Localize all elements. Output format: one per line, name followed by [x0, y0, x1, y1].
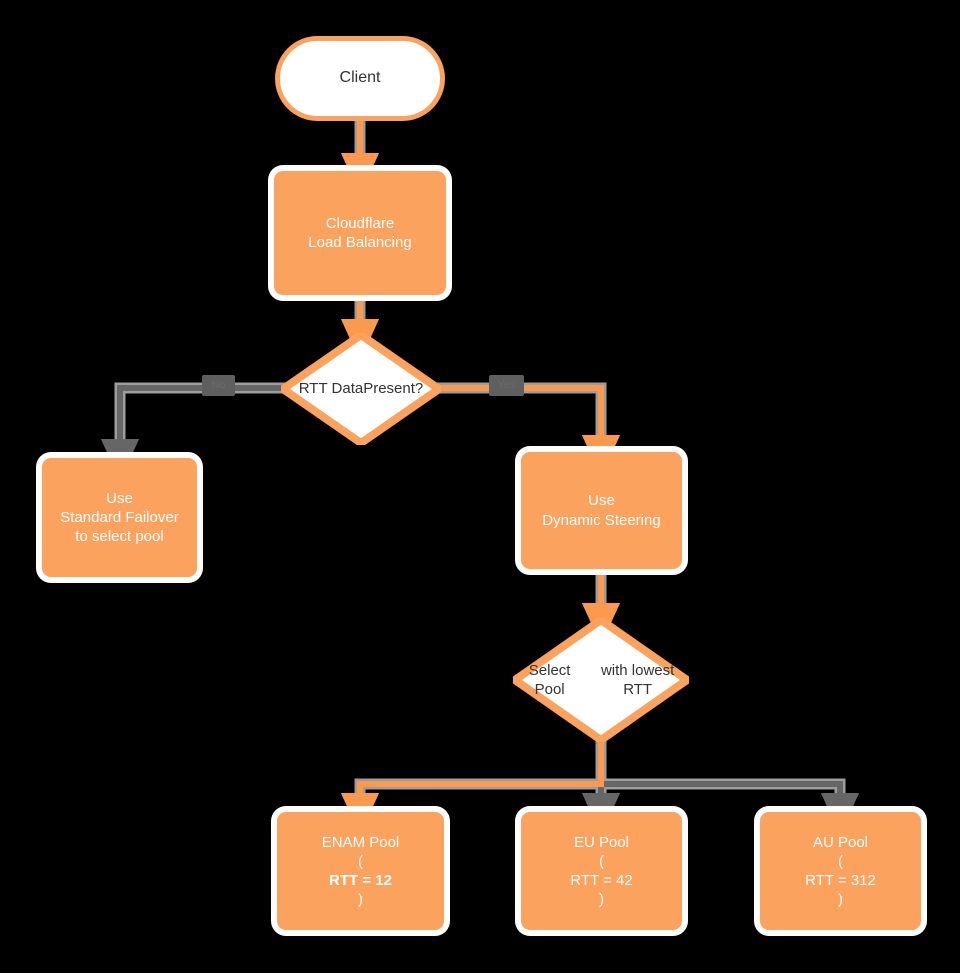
edge-pool-au	[601, 781, 860, 835]
node-au-pool-line1: AU Pool	[812, 833, 869, 851]
node-load-balancing-line2: Load Balancing	[308, 234, 412, 251]
eu-rtt-value: RTT = 42	[570, 872, 633, 889]
enam-rtt-value: RTT = 12	[329, 872, 392, 889]
node-dynamic-steering-line1: Use	[588, 492, 615, 510]
node-enam-pool-label: ENAM Pool ( RTT = 12)	[312, 829, 410, 914]
paren-close: )	[599, 891, 604, 909]
edge-pool-enam	[340, 740, 604, 835]
node-load-balancing-line1: Cloudflare	[325, 214, 395, 232]
node-enam-pool-line1: ENAM Pool	[321, 833, 400, 851]
au-rtt-value: RTT = 312	[805, 872, 876, 889]
node-standard-failover-line3: to select pool	[75, 528, 164, 546]
node-client-label: Client	[339, 69, 381, 87]
paren-open: (	[599, 852, 604, 870]
node-dynamic-steering[interactable]: Use Dynamic Steering	[521, 452, 682, 569]
edge-label-rtt-no: No	[202, 375, 235, 396]
node-au-pool-label: AU Pool ( RTT = 312)	[795, 829, 886, 914]
node-eu-pool[interactable]: EU Pool ( RTT = 42)	[521, 812, 682, 930]
node-load-balancing[interactable]: Cloudflare Load Balancing	[274, 171, 446, 295]
node-eu-pool-rtt: ( RTT = 42)	[570, 852, 632, 910]
edge-rtt-no	[100, 385, 290, 481]
node-eu-pool-line1: EU Pool	[573, 833, 630, 851]
node-au-pool-rtt: ( RTT = 312)	[805, 852, 876, 910]
connector-halos	[114, 120, 846, 812]
node-enam-pool-rtt: ( RTT = 12)	[322, 852, 400, 910]
paren-open: (	[358, 852, 363, 870]
node-select-pool[interactable]: Select Pool with lowest RTT	[513, 618, 689, 742]
node-rtt-decision[interactable]: RTT Data Present?	[281, 333, 441, 445]
node-au-pool[interactable]: AU Pool ( RTT = 312)	[760, 812, 921, 930]
paren-close: )	[358, 891, 363, 909]
node-client[interactable]: Client	[275, 36, 445, 121]
edge-label-rtt-yes: Yes	[489, 375, 524, 396]
paren-open: (	[838, 852, 843, 870]
node-standard-failover-label: Use Standard Failover to select pool	[50, 485, 188, 551]
node-standard-failover-line2: Standard Failover	[60, 508, 179, 526]
node-dynamic-steering-label: Use Dynamic Steering	[532, 487, 670, 533]
node-standard-failover[interactable]: Use Standard Failover to select pool	[42, 458, 197, 577]
node-dynamic-steering-line2: Dynamic Steering	[542, 511, 661, 529]
connector-inactive	[100, 385, 860, 835]
node-enam-pool[interactable]: ENAM Pool ( RTT = 12)	[277, 812, 444, 930]
node-eu-pool-label: EU Pool ( RTT = 42)	[560, 829, 642, 914]
select-pool-shape	[513, 618, 689, 742]
node-load-balancing-label: Cloudflare Load Balancing	[298, 210, 421, 256]
rtt-decision-shape	[281, 333, 441, 445]
node-standard-failover-line1: Use	[106, 489, 133, 507]
paren-close: )	[838, 891, 843, 909]
edge-rtt-yes	[431, 385, 621, 477]
